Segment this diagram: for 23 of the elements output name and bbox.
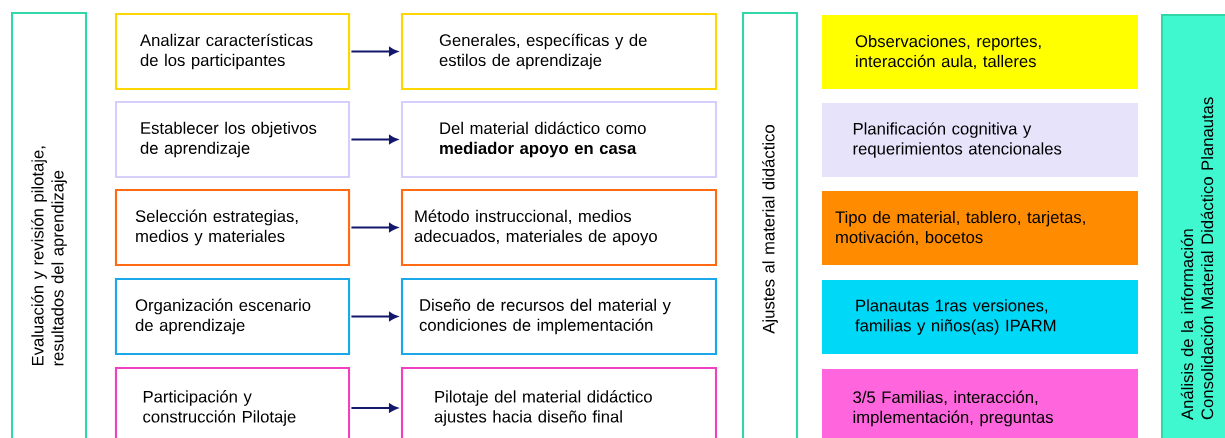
arrow	[350, 47, 398, 56]
info-box: 3/5 Familias, interacción, implementación, preguntas	[822, 369, 1138, 438]
process-box: Establecer los objetivos de aprendizaje	[114, 100, 351, 179]
arrow	[350, 403, 398, 413]
side-band: Evaluación y revisión pilotaje, resultados del aprendizaje	[10, 11, 88, 438]
info-box: Planificación cognitiva y requerimientos atencionales	[822, 103, 1138, 177]
process-box: Del material didáctico como mediador apoyo en casa	[400, 100, 718, 179]
info-box: Tipo de material, tablero, tarjetas, motivación, bocetos	[822, 191, 1138, 265]
arrow	[350, 223, 398, 232]
info-box: Planautas 1ras versiones, familias y niños(as) IPARM	[822, 280, 1138, 354]
arrow	[350, 312, 398, 321]
process-box: Selección estrategias, medios y materiales	[114, 188, 351, 267]
process-box: Generales, específicas y de estilos de aprendizaje	[400, 12, 718, 91]
arrow	[350, 135, 398, 144]
process-box: Organización escenario de aprendizaje	[114, 277, 351, 356]
process-box: Participación y construcción Pilotaje	[114, 366, 351, 438]
process-box: Método instruccional, medios adecuados, materiales de apoyo	[400, 188, 718, 267]
process-box: Analizar características de los participantes	[114, 12, 351, 91]
info-box: Observaciones, reportes, interacción aula, talleres	[822, 15, 1138, 89]
process-box: Diseño de recursos del material y condiciones de implementación	[400, 277, 718, 356]
side-band: Ajustes al material didáctico	[741, 11, 799, 438]
side-band: Análisis de la información Consolidación Material Didáctico Planautas	[1160, 13, 1225, 438]
process-box: Pilotaje del material didáctico ajustes hacia diseño final	[400, 366, 718, 438]
